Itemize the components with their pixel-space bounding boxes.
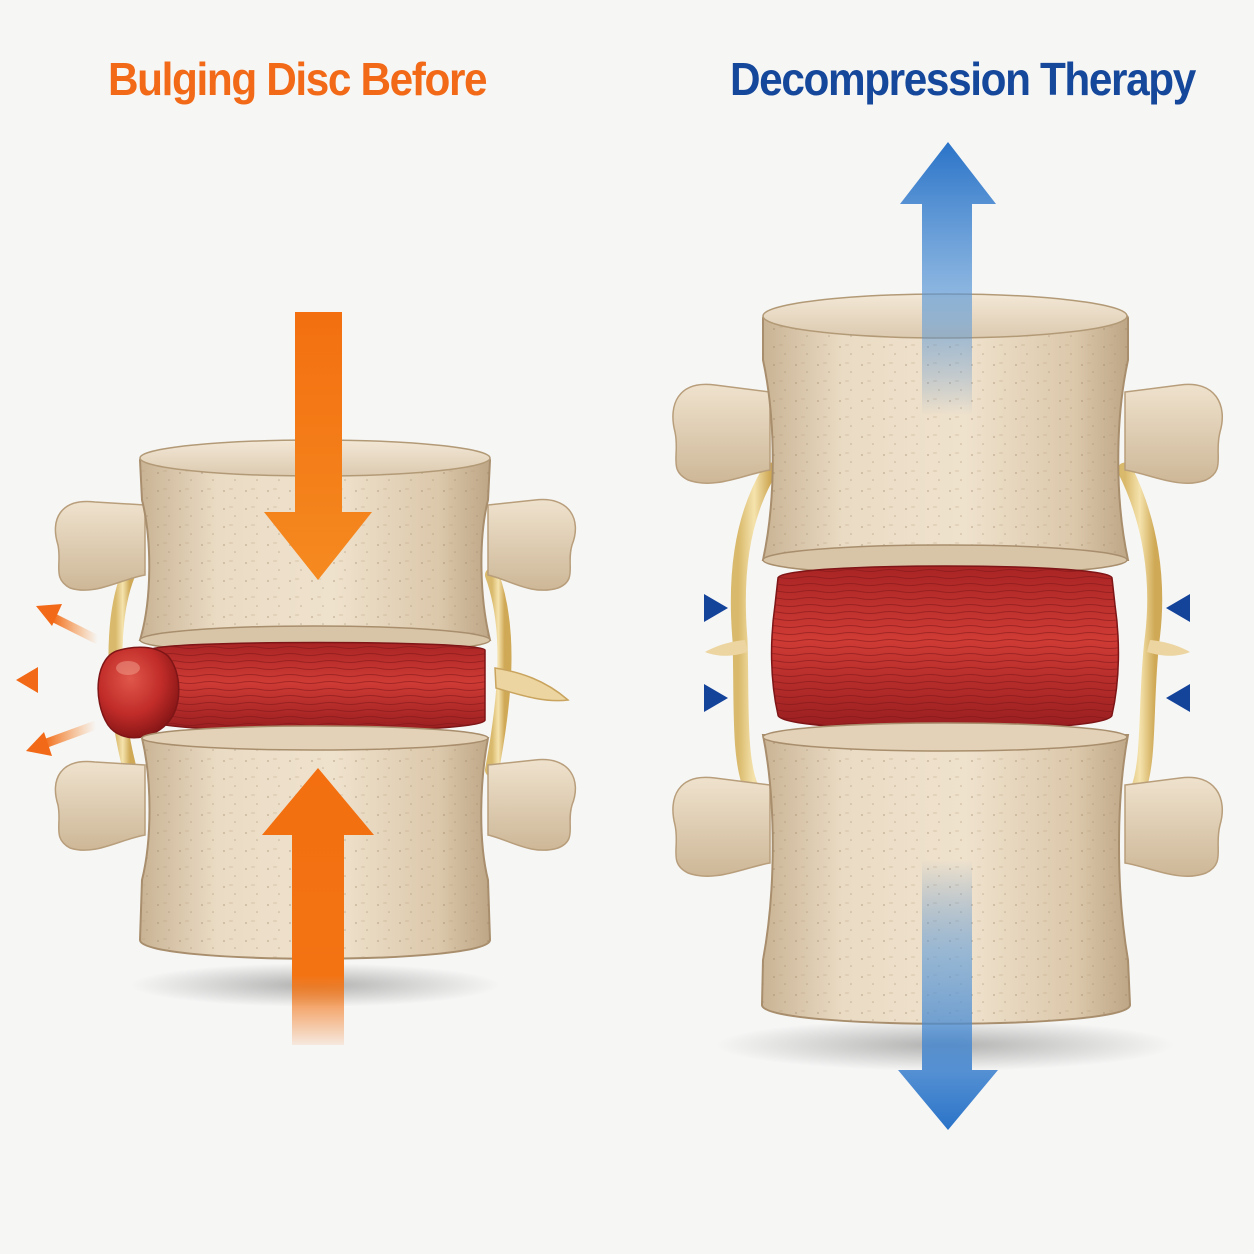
decompression-illustration: [640, 142, 1250, 1130]
healthy-disc: [770, 565, 1120, 731]
right-panel-right-nerve: [1117, 462, 1163, 798]
right-panel-left-nerve: [730, 462, 778, 798]
compressed-disc: [149, 641, 486, 732]
compression-up-arrow-icon: [262, 768, 374, 1045]
disc-bulge-icon: [97, 646, 180, 739]
right-nerve-root: [485, 568, 512, 777]
inward-flow-arrows-icon: [640, 594, 1250, 712]
upper-vertebra-right: [761, 293, 1130, 576]
lower-transverse-processes-right: [672, 776, 1224, 877]
pain-radiating-arrows-icon: [16, 604, 101, 756]
traction-down-arrow-icon: [898, 860, 998, 1130]
bulging-disc-illustration: [16, 312, 577, 1045]
decompression-therapy-title: Decompression Therapy: [730, 53, 1196, 105]
traction-up-arrow-icon: [900, 142, 996, 415]
upper-transverse-processes-right: [672, 383, 1224, 484]
upper-transverse-processes: [54, 498, 577, 591]
lower-transverse-processes: [54, 758, 577, 851]
compression-down-arrow-icon: [264, 312, 372, 580]
bulging-disc-title: Bulging Disc Before: [108, 53, 488, 105]
